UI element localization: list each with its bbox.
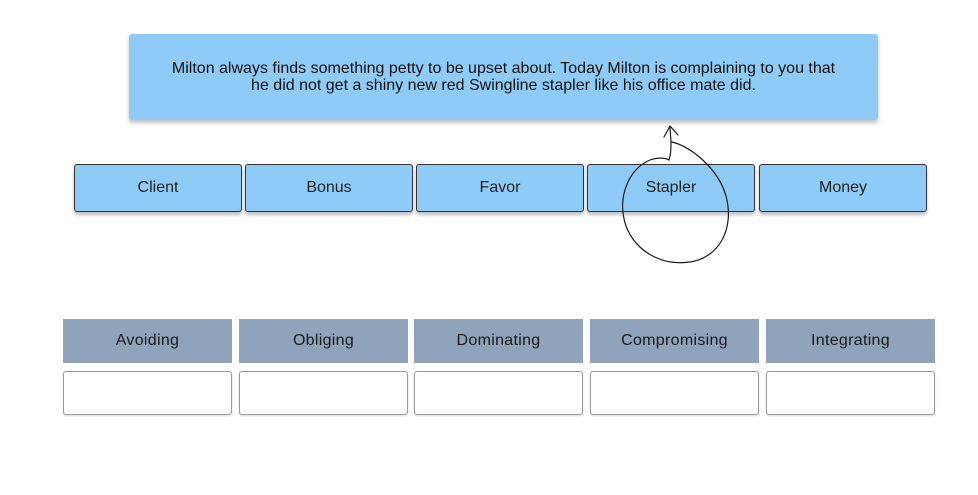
scenario-prompt: Milton always finds something petty to b… <box>129 34 878 120</box>
category-header-integrating: Integrating <box>766 319 935 363</box>
category-column-dominating: Dominating <box>414 319 583 415</box>
answer-card-favor[interactable]: Favor <box>416 164 584 212</box>
annotation-arrowhead <box>663 125 679 138</box>
drop-zone-dominating[interactable] <box>414 371 583 415</box>
category-column-obliging: Obliging <box>239 319 408 415</box>
category-header-compromising: Compromising <box>590 319 759 363</box>
category-header-obliging: Obliging <box>239 319 408 363</box>
answer-card-money[interactable]: Money <box>759 164 927 212</box>
answer-card-client[interactable]: Client <box>74 164 242 212</box>
answer-card-stapler[interactable]: Stapler <box>587 164 755 212</box>
scenario-text: Milton always finds something petty to b… <box>171 60 836 94</box>
drop-zone-compromising[interactable] <box>590 371 759 415</box>
drop-zone-avoiding[interactable] <box>63 371 232 415</box>
category-header-dominating: Dominating <box>414 319 583 363</box>
category-column-avoiding: Avoiding <box>63 319 232 415</box>
category-column-integrating: Integrating <box>766 319 935 415</box>
category-column-compromising: Compromising <box>590 319 759 415</box>
drop-zone-integrating[interactable] <box>766 371 935 415</box>
answer-card-bonus[interactable]: Bonus <box>245 164 413 212</box>
drop-zone-obliging[interactable] <box>239 371 408 415</box>
category-header-avoiding: Avoiding <box>63 319 232 363</box>
